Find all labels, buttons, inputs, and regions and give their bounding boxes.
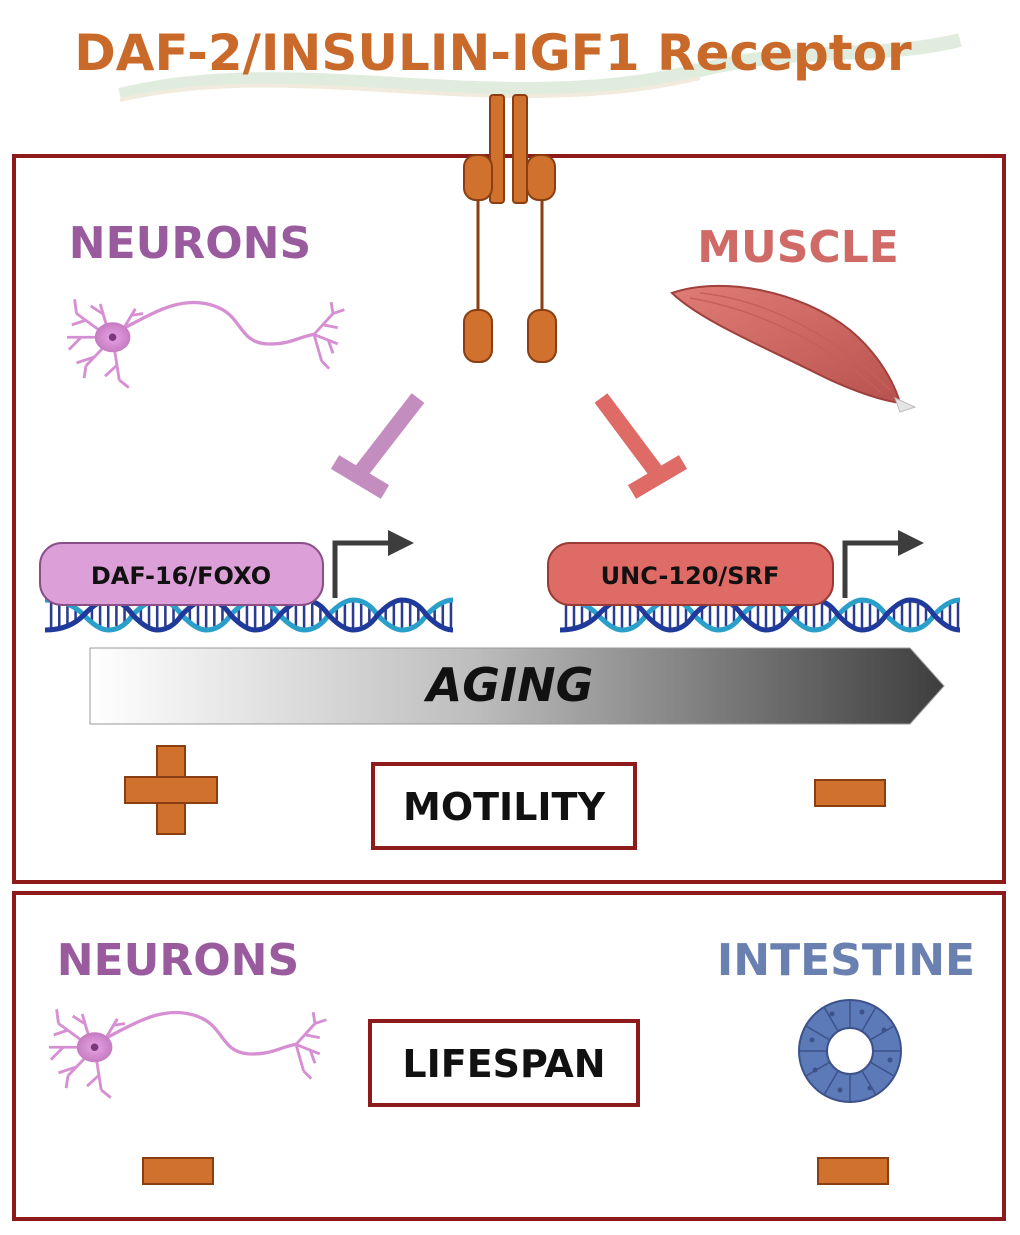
page-title: DAF-2/INSULIN-IGF1 Receptor <box>74 24 912 82</box>
daf16-foxo-label: DAF-16/FOXO <box>91 562 271 590</box>
aging-label: AGING <box>424 658 594 712</box>
muscle-label: MUSCLE <box>697 222 899 273</box>
srf-transcription-arrow-icon <box>842 530 924 598</box>
intestine-lifespan-minus-icon <box>817 1157 889 1185</box>
neuron-inhibition-arrow-icon <box>330 393 425 499</box>
top-panel-frame <box>12 154 1006 884</box>
motility-box: MOTILITY <box>371 762 637 850</box>
top-neuron-icon <box>65 297 347 390</box>
aging-arrow: AGING <box>89 647 945 725</box>
daf2-receptor-icon <box>463 94 557 363</box>
bottom-neuron-icon <box>47 1007 329 1100</box>
muscle-inhibition-arrow-icon <box>594 393 688 499</box>
motility-minus-icon <box>814 779 886 807</box>
background-worm-illustration <box>118 33 962 102</box>
foxo-transcription-arrow-icon <box>332 530 414 598</box>
bottom-neurons-label: NEURONS <box>57 935 299 986</box>
unc120-srf-box: UNC-120/SRF <box>547 542 834 606</box>
intestine-label: INTESTINE <box>717 935 975 986</box>
lifespan-label: LIFESPAN <box>402 1042 605 1086</box>
motility-plus-icon <box>124 745 218 835</box>
lifespan-box: LIFESPAN <box>368 1019 640 1107</box>
top-neurons-label: NEURONS <box>69 218 311 269</box>
neuron-lifespan-minus-icon <box>142 1157 214 1185</box>
unc120-srf-label: UNC-120/SRF <box>601 562 780 590</box>
bottom-panel-frame <box>12 891 1006 1221</box>
muscle-icon <box>670 284 917 413</box>
daf16-foxo-box: DAF-16/FOXO <box>39 542 324 606</box>
intestine-icon <box>798 999 902 1103</box>
motility-label: MOTILITY <box>403 785 605 829</box>
